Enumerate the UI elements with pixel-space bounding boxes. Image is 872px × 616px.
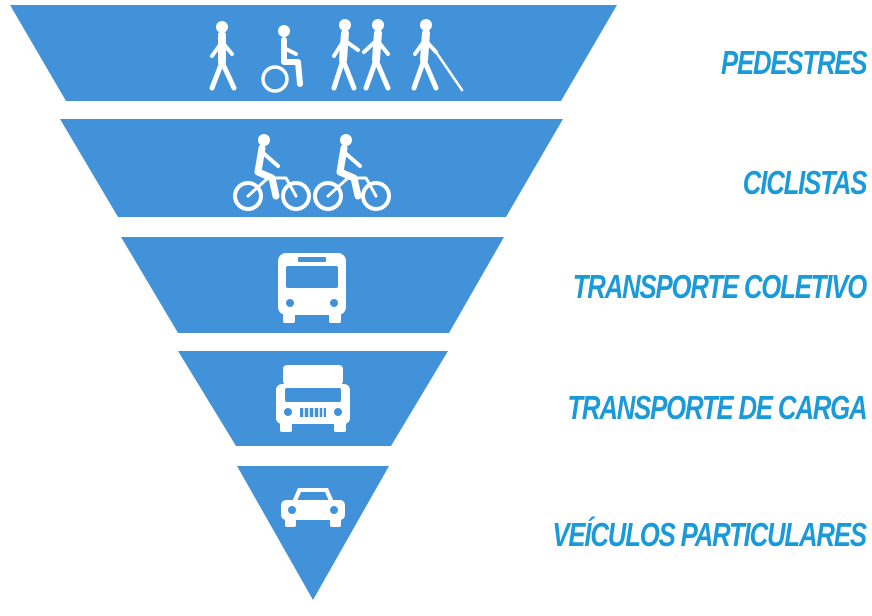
tier-pedestrians: [10, 5, 617, 101]
truck-icon: [276, 365, 350, 432]
label-cargo-transport: TRANSPORTE DE CARGA: [566, 389, 867, 426]
label-pedestrians: PEDESTRES: [720, 44, 868, 81]
tier-cyclists: [60, 119, 563, 217]
car-icon: [281, 488, 345, 527]
blind-pedestrian-cane-icon: [411, 19, 464, 92]
label-public-transport: TRANSPORTE COLETIVO: [572, 268, 868, 305]
cyclist-icon: [233, 134, 311, 211]
tier-private-vehicles: [237, 466, 389, 600]
pedestrian-walking-icon: [331, 19, 360, 91]
cyclist-icon: [313, 134, 391, 211]
pedestrian-walking-icon: [362, 19, 391, 91]
label-private-vehicles: VEÍCULOS PARTICULARES: [552, 516, 868, 553]
bus-icon: [278, 253, 346, 323]
pedestrian-walking-icon: [209, 21, 237, 91]
label-cyclists: CICLISTAS: [742, 164, 868, 201]
wheelchair-user-icon: [261, 25, 303, 93]
